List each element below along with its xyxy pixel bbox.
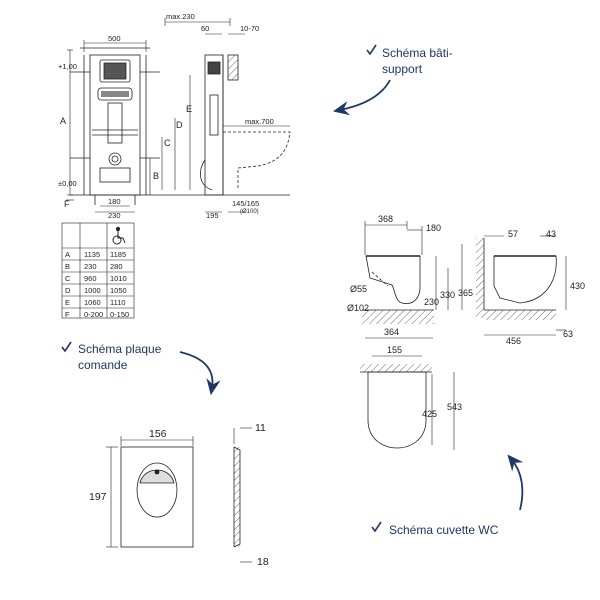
table-cell: 0-150 <box>110 310 129 319</box>
table-cell: 230 <box>84 262 97 271</box>
table-cell: C <box>65 274 71 283</box>
bowl-top-dimensions <box>372 355 455 450</box>
dim-180-bowl: 180 <box>426 223 441 233</box>
caption-plate-line2: comande <box>78 358 128 372</box>
table-cell: D <box>65 286 71 295</box>
dim-max230: max.230 <box>166 12 195 21</box>
table-cell: 1185 <box>110 250 126 259</box>
table-cell: 960 <box>84 274 97 283</box>
dim-18: 18 <box>257 556 269 568</box>
label-plus100: +1,00 <box>58 62 77 71</box>
dim-10-70: 10-70 <box>240 24 259 33</box>
flush-plate-side-dimensions <box>233 427 252 563</box>
bowl-wall-dimensions <box>484 235 567 336</box>
dim-156: 156 <box>149 428 167 440</box>
dim-57: 57 <box>508 229 518 239</box>
frame-front-view <box>70 47 160 205</box>
dim-197: 197 <box>89 491 107 503</box>
dim-11: 11 <box>255 422 266 434</box>
bowl-top-view <box>360 364 432 449</box>
dim-155: 155 <box>387 345 402 355</box>
dim-phi55: Ø55 <box>350 284 367 294</box>
table-cell: F <box>65 310 70 319</box>
table-cell: 1060 <box>84 298 101 307</box>
table-cell: 1000 <box>84 286 101 295</box>
flush-plate-dimensions <box>106 436 194 548</box>
table-cell: 1010 <box>110 274 127 283</box>
dim-60: 60 <box>201 24 209 33</box>
caption-frame-line1: Schéma bâti- <box>382 46 453 60</box>
flush-plate-side-view <box>233 446 241 548</box>
dim-425: 425 <box>422 409 437 419</box>
caption-frame-line2: support <box>382 62 423 76</box>
dim-364: 364 <box>384 327 399 337</box>
table-cell: 280 <box>110 262 123 271</box>
label-C: C <box>164 138 171 148</box>
dim-63: 63 <box>563 329 573 339</box>
frame-side-dimensions <box>161 18 290 213</box>
dim-230-bowl: 230 <box>424 297 439 307</box>
bowl-wall-view <box>476 238 557 320</box>
dim-368: 368 <box>378 214 393 224</box>
dim-330: 330 <box>440 290 455 300</box>
dim-145-165: 145/165 <box>232 199 259 208</box>
dim-max700: max.700 <box>245 117 274 126</box>
caption-plate-line1: Schéma plaque <box>78 342 162 356</box>
arrow-icon <box>332 79 391 116</box>
label-F: F <box>64 199 70 209</box>
table-cell: B <box>65 262 70 271</box>
caption-bowl: Schéma cuvette WC <box>371 454 524 537</box>
frame-side-view <box>160 54 291 196</box>
bowl-side-view <box>362 255 434 324</box>
check-icon <box>371 521 382 533</box>
table-cell: E <box>65 298 70 307</box>
caption-plate: Schéma plaque comande <box>61 341 221 396</box>
check-icon <box>61 341 72 353</box>
caption-bowl-text: Schéma cuvette WC <box>389 523 499 537</box>
table-cell: A <box>65 250 70 259</box>
label-A: A <box>60 116 66 126</box>
dim-456: 456 <box>506 336 521 346</box>
table-cell: 1135 <box>84 250 100 259</box>
dim-180: 180 <box>108 197 121 206</box>
caption-frame: Schéma bâti- support <box>332 44 453 116</box>
table-cell: 0-200 <box>84 310 103 319</box>
bowl-side-dimensions <box>364 221 463 339</box>
arrow-icon <box>507 454 524 511</box>
label-B: B <box>153 171 159 181</box>
dim-phi102: Ø102 <box>347 303 369 313</box>
label-zero: ±0,00 <box>58 179 77 188</box>
dim-543: 543 <box>447 402 462 412</box>
check-icon <box>366 44 377 56</box>
dim-365: 365 <box>458 288 473 298</box>
arrow-icon <box>179 351 221 396</box>
wheelchair-icon <box>112 226 126 245</box>
frame-front-dimensions <box>66 40 151 213</box>
dim-230-bottom: 230 <box>108 211 121 220</box>
dim-195: 195 <box>206 211 219 220</box>
dim-430: 430 <box>570 281 585 291</box>
table-cell: 1050 <box>110 286 127 295</box>
label-E: E <box>186 104 192 114</box>
dim-43: 43 <box>546 229 556 239</box>
label-D: D <box>176 120 183 130</box>
table-cell: 1110 <box>110 298 126 307</box>
dim-500: 500 <box>108 34 121 43</box>
dimensions-table <box>61 222 135 319</box>
flush-plate-front-view <box>120 446 194 548</box>
dim-pipe-diameter: (Ø100) <box>240 209 259 215</box>
